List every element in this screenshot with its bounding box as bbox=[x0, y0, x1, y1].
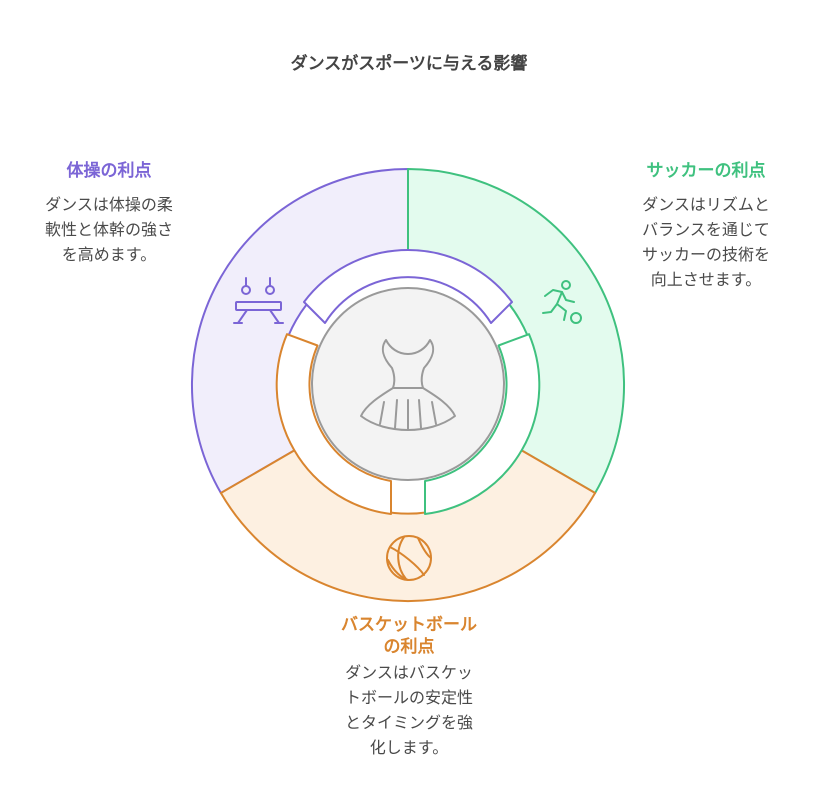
soccer-body-line: バランスを通じて bbox=[642, 220, 770, 239]
inner-arc-soccer bbox=[424, 333, 541, 515]
basketball-body-line: 化します。 bbox=[369, 738, 449, 757]
gymnastics-block: 体操の利点 ダンスは体操の柔 軟性と体幹の強さ を高めます。 bbox=[20, 160, 198, 267]
gymnastics-body: ダンスは体操の柔 軟性と体幹の強さ を高めます。 bbox=[20, 192, 198, 267]
basketball-block: バスケットボール の利点 ダンスはバスケッ トボールの安定性 とタイミングを強 … bbox=[315, 614, 503, 760]
soccer-body-line: ダンスはリズムと bbox=[642, 195, 770, 214]
soccer-block: サッカーの利点 ダンスはリズムと バランスを通じて サッカーの技術を 向上させま… bbox=[617, 160, 795, 292]
basketball-body: ダンスはバスケッ トボールの安定性 とタイミングを強 化します。 bbox=[315, 660, 503, 760]
basketball-title-line: の利点 bbox=[383, 637, 435, 657]
center-circle bbox=[311, 287, 505, 481]
soccer-player-icon bbox=[542, 280, 582, 324]
soccer-body: ダンスはリズムと バランスを通じて サッカーの技術を 向上させます。 bbox=[617, 192, 795, 292]
gymnastics-body-line: 軟性と体幹の強さ bbox=[44, 220, 173, 239]
gymnastics-title: 体操の利点 bbox=[66, 161, 152, 181]
inner-arc-top bbox=[303, 249, 513, 324]
ballet-tutu-icon bbox=[360, 339, 456, 431]
basketball-body-line: とタイミングを強 bbox=[344, 713, 473, 732]
soccer-body-line: 向上させます。 bbox=[650, 270, 762, 289]
gymnastics-body-line: ダンスは体操の柔 bbox=[45, 195, 173, 214]
diagram-title: ダンスがスポーツに与える影響 bbox=[290, 54, 528, 74]
basketball-icon bbox=[386, 535, 432, 581]
gymnastics-body-line: を高めます。 bbox=[61, 245, 157, 264]
soccer-title: サッカーの利点 bbox=[646, 161, 766, 181]
soccer-body-line: サッカーの技術を bbox=[641, 245, 770, 264]
basketball-title-line: バスケットボール bbox=[341, 615, 477, 635]
basketball-body-line: ダンスはバスケッ bbox=[345, 663, 473, 682]
basketball-title: バスケットボール の利点 bbox=[315, 614, 503, 658]
gymnastics-beam-rings-icon bbox=[233, 277, 284, 324]
inner-arc-gymnastics bbox=[275, 333, 392, 515]
basketball-body-line: トボールの安定性 bbox=[344, 688, 473, 707]
